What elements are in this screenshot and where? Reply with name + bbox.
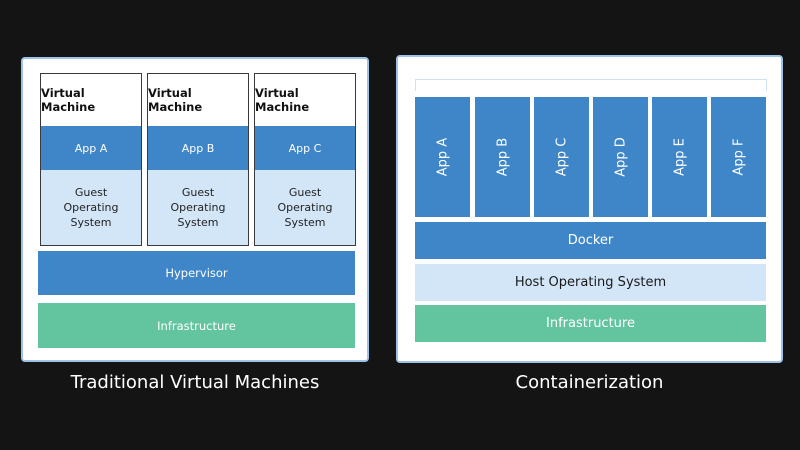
container-label: App F (731, 138, 746, 176)
container-app-e: App E (652, 97, 707, 217)
container-app-f: App F (711, 97, 766, 217)
infrastructure-layer: Infrastructure (38, 303, 355, 348)
virtual-machine-b: Virtual Machine App B Guest Operating Sy… (147, 73, 249, 246)
container-app-c: App C (534, 97, 589, 217)
container-label: App D (613, 137, 628, 177)
hypervisor-layer: Hypervisor (38, 251, 355, 295)
container-top-frame (415, 79, 767, 91)
vm-caption: Traditional Virtual Machines (70, 372, 320, 393)
vm-guest-os: Guest Operating System (41, 170, 141, 245)
virtual-machine-c: Virtual Machine App C Guest Operating Sy… (254, 73, 356, 246)
container-app-d: App D (593, 97, 648, 217)
infrastructure-layer: Infrastructure (415, 305, 766, 342)
vm-title: Virtual Machine (255, 86, 310, 114)
container-label: App E (672, 138, 687, 176)
vm-title: Virtual Machine (41, 86, 96, 114)
container-caption: Containerization (515, 372, 664, 393)
docker-layer: Docker (415, 222, 766, 259)
container-label: App C (554, 137, 569, 177)
vm-app: App C (255, 126, 355, 170)
container-app-a: App A (415, 97, 470, 217)
vm-guest-os: Guest Operating System (255, 170, 355, 245)
vm-app: App A (41, 126, 141, 170)
container-label: App B (495, 137, 510, 177)
virtual-machine-a: Virtual Machine App A Guest Operating Sy… (40, 73, 142, 246)
host-os-layer: Host Operating System (415, 264, 766, 301)
vm-app: App B (148, 126, 248, 170)
container-app-b: App B (475, 97, 530, 217)
container-label: App A (435, 137, 450, 177)
vm-title: Virtual Machine (148, 86, 203, 114)
vm-diagram-panel: Virtual Machine App A Guest Operating Sy… (21, 57, 369, 362)
vm-guest-os: Guest Operating System (148, 170, 248, 245)
container-diagram-panel: App A App B App C App D App E App F Dock… (396, 55, 783, 363)
